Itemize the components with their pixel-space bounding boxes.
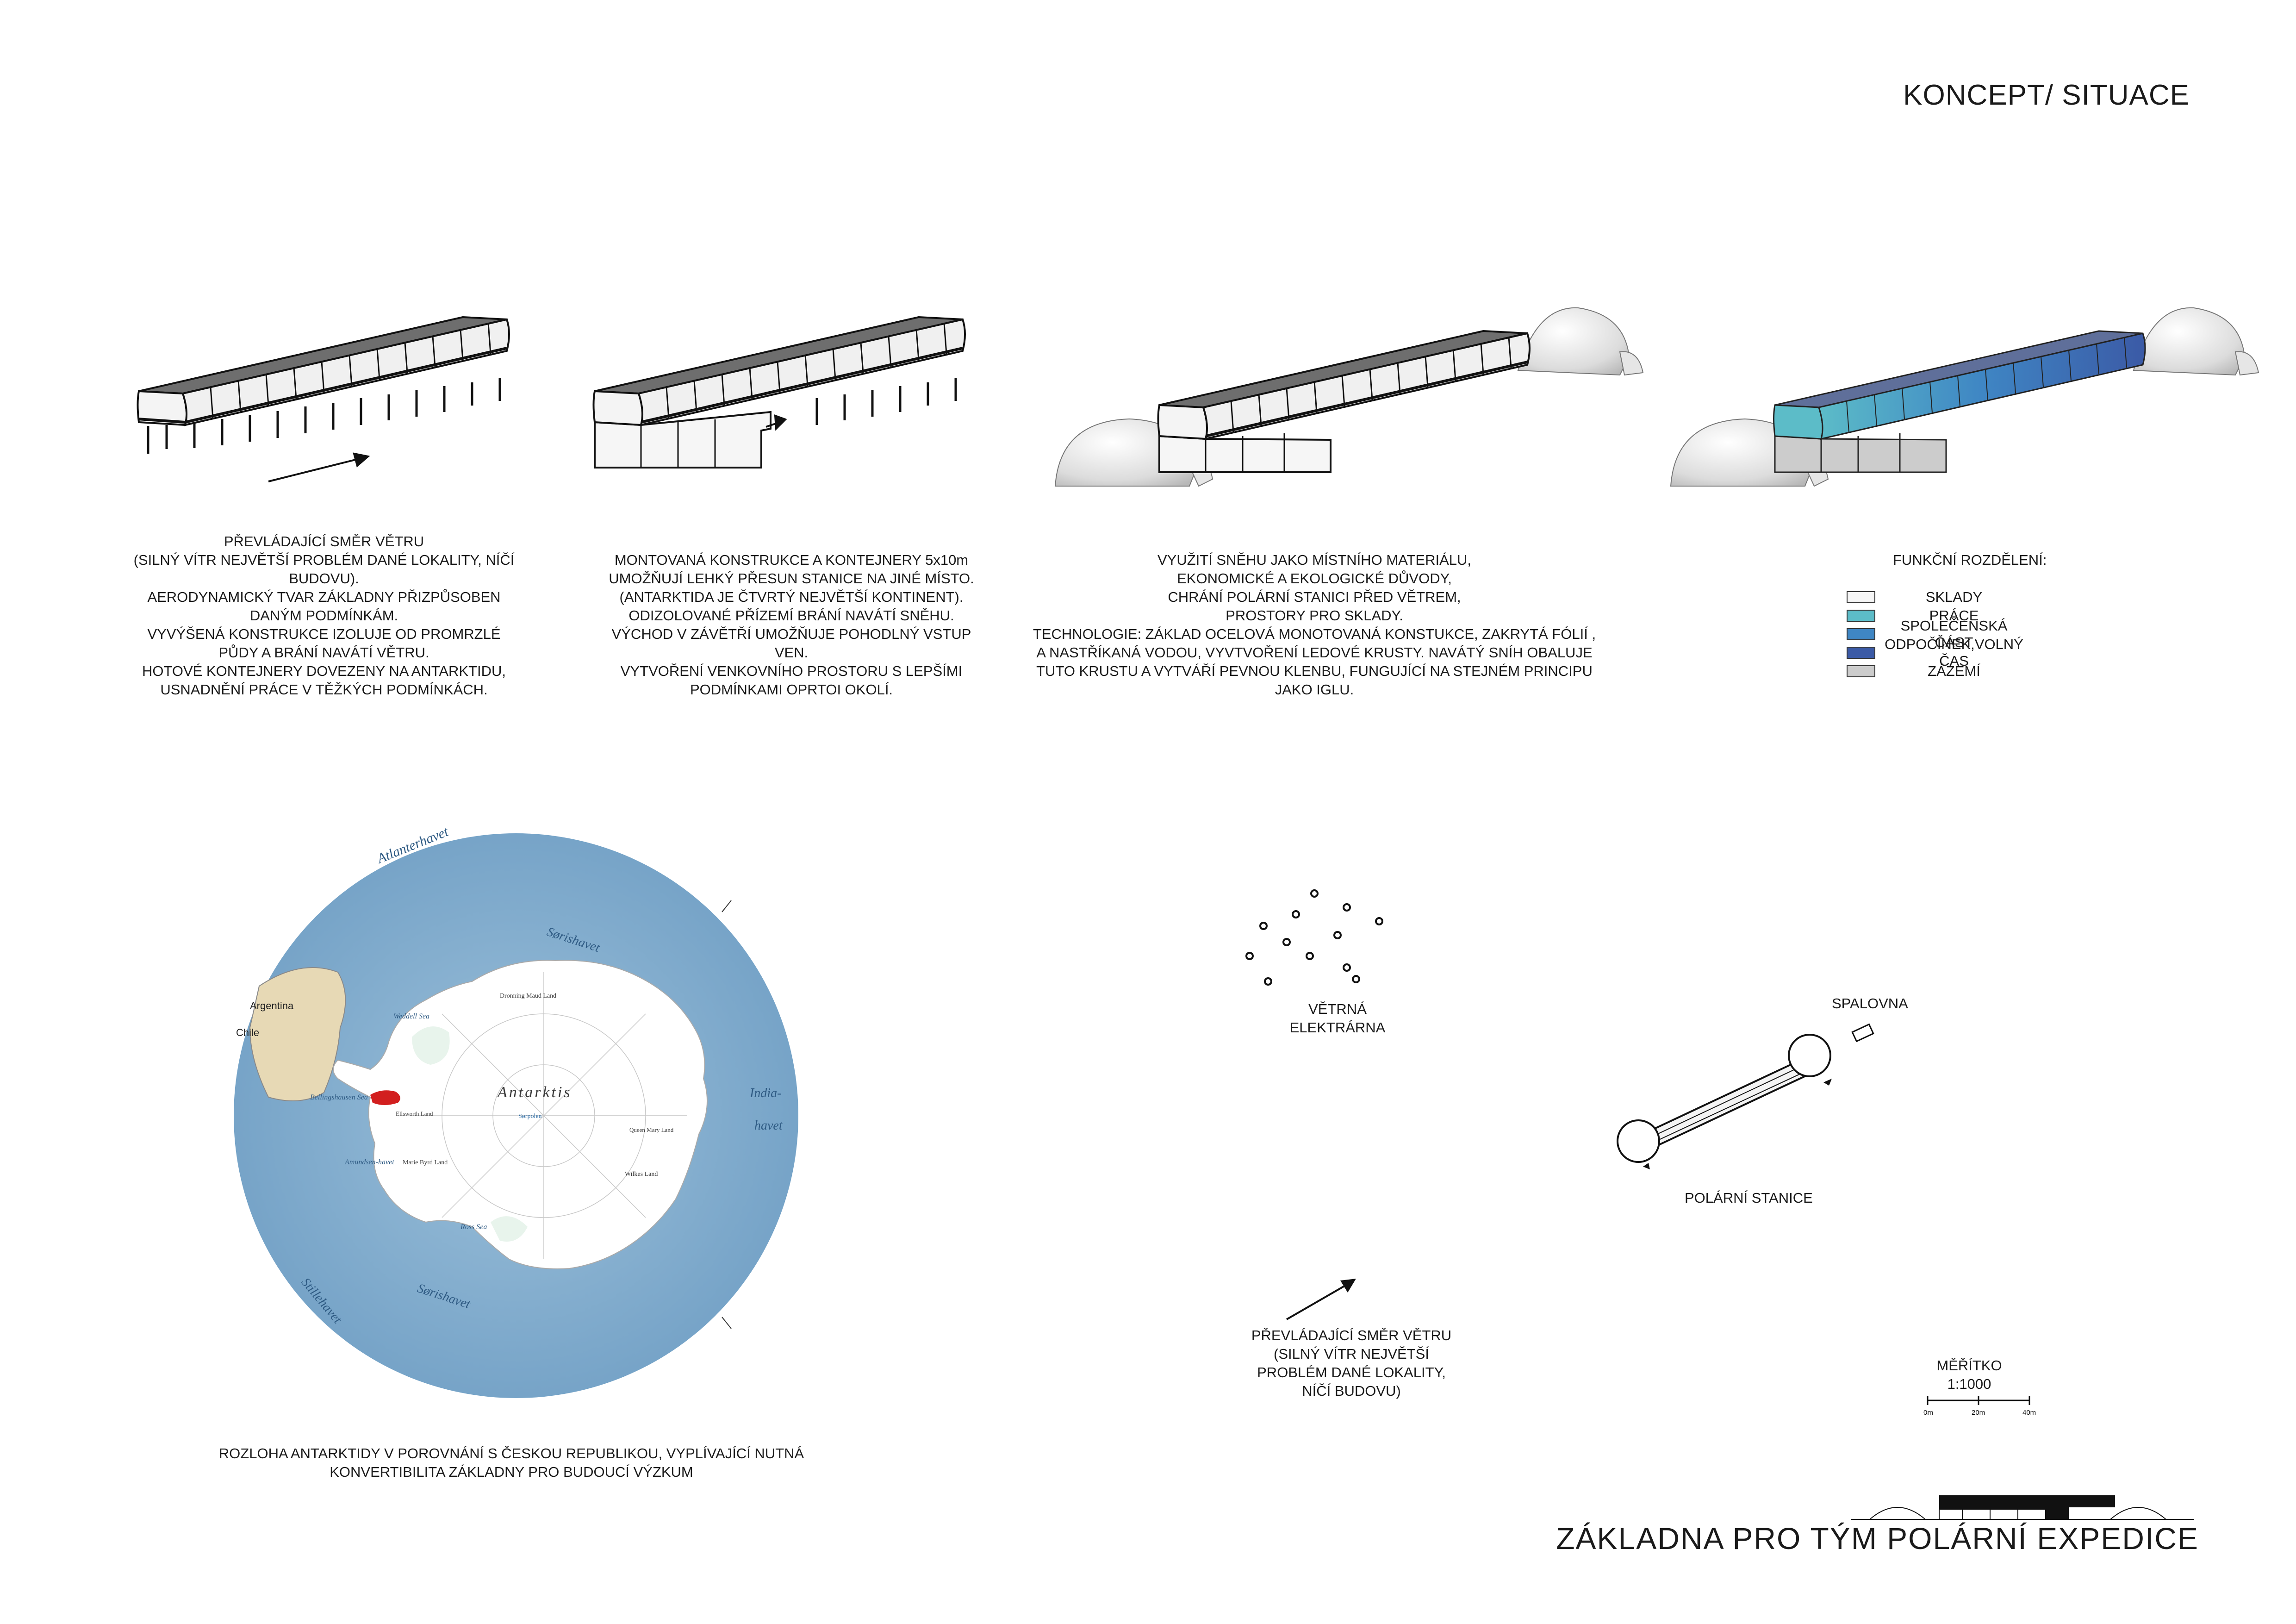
wind-arrow-icon — [268, 452, 370, 482]
stilts — [147, 378, 501, 454]
map-label-ross: Ross Sea — [460, 1223, 487, 1231]
station-site-plan — [1617, 1023, 1874, 1169]
station-silhouette — [1851, 1495, 2194, 1520]
antarctica-map: Antarktis Sørpolen Atlanterhavet Sørisha… — [234, 824, 798, 1398]
wind-turbine-icon — [1310, 889, 1319, 898]
legend-swatch — [1847, 647, 1875, 659]
wind-turbine-icon — [1264, 977, 1272, 986]
map-label-ellsworth: Ellsworth Land — [396, 1110, 433, 1117]
legend-title: FUNKČNÍ ROZDĚLENÍ: — [1893, 552, 2047, 568]
concept-diagram-snow-domes — [1054, 307, 1644, 487]
map-label-argentina: Argentina — [250, 1000, 294, 1012]
south-america-landmass — [249, 967, 346, 1101]
map-label-sorpolen: Sørpolen — [518, 1113, 542, 1120]
site-wind-arrow-icon — [1286, 1279, 1356, 1320]
wind-turbine-icon — [1352, 975, 1360, 983]
wind-turbine-icon — [1343, 963, 1351, 972]
legend-swatch — [1847, 591, 1875, 603]
map-label-marie-byrd: Marie Byrd Land — [403, 1159, 448, 1166]
map-label-queen-mary: Queen Mary Land — [629, 1126, 674, 1133]
legend-item: SKLADY — [1847, 588, 2023, 606]
legend-item: SPOLEČENSKÁ ČÁST — [1847, 618, 2023, 650]
main-title: ZÁKLADNA PRO TÝM POLÁRNÍ EXPEDICE — [1556, 1521, 2199, 1555]
legend-label: ODPOČINEK,VOLNÝ ČAS — [1885, 636, 2023, 669]
incinerator-building — [1851, 1023, 1874, 1043]
station-footprint — [1646, 1059, 1811, 1147]
legend-item: ODPOČINEK,VOLNÝ ČAS — [1847, 636, 2023, 669]
scale-tick-0: 0m — [1923, 1409, 1933, 1417]
legend-item: PRÁCE — [1847, 606, 2023, 625]
legend-swatch — [1847, 610, 1875, 622]
map-label-indiahavet-1: India- — [749, 1086, 781, 1100]
map-label-weddell: Weddell Sea — [393, 1012, 429, 1020]
wind-farm-turbines — [1245, 889, 1383, 986]
map-label-indiahavet-2: havet — [754, 1118, 783, 1133]
legend-swatch — [1847, 628, 1875, 640]
wind-turbine-icon — [1306, 952, 1314, 960]
scale-tick-40: 40m — [2022, 1409, 2036, 1417]
station-label: POLÁRNÍ STANICE — [1685, 1190, 1813, 1206]
map-edge-ticks — [722, 900, 732, 1329]
map-label-wilkes: Wilkes Land — [625, 1171, 658, 1178]
snow-dome-plan — [1617, 1034, 1831, 1163]
legend-item: ZÁZEMÍ — [1847, 662, 2023, 681]
map-label-amundsen: Amundsen-havet — [344, 1158, 394, 1166]
legend-label: SPOLEČENSKÁ ČÁST — [1900, 618, 2008, 650]
map-label-chile: Chile — [236, 1027, 259, 1038]
wind-turbine-icon — [1343, 903, 1351, 912]
map-label-dronning: Dronning Maud Land — [500, 993, 556, 999]
site-wind-text: PŘEVLÁDAJÍCÍ SMĚR VĚTRU(SILNÝ VÍTR NEJVĚ… — [1251, 1327, 1452, 1399]
map-caption: ROZLOHA ANTARKTIDY V POROVNÁNÍ S ČESKOU … — [218, 1445, 804, 1480]
map-label-center: Antarktis — [497, 1084, 572, 1101]
functional-legend: SKLADY PRÁCE SPOLEČENSKÁ ČÁST ODPOČINEK,… — [1847, 588, 2023, 681]
incinerator-label: SPALOVNA — [1832, 995, 1908, 1012]
wind-turbine-icon — [1375, 917, 1383, 925]
concept-diagram-functional — [1670, 307, 2259, 487]
legend-label: SKLADY — [1925, 589, 1983, 605]
czech-republic-highlight — [370, 1090, 400, 1105]
map-label-bellingshausen: Bellingshausen Sea — [310, 1093, 368, 1101]
scale-tick-20: 20m — [1972, 1409, 1985, 1417]
wind-turbine-icon — [1292, 910, 1300, 918]
scale-bar: 0m 20m 40m — [1923, 1396, 2036, 1417]
wind-turbine-icon — [1282, 938, 1291, 946]
concept-text-1: PŘEVLÁDAJÍCÍ SMĚR VĚTRU(SILNÝ VÍTR NEJVĚ… — [133, 533, 515, 698]
snow-dome-right — [1517, 307, 1644, 376]
legend-swatch — [1847, 665, 1875, 677]
legend-label: ZÁZEMÍ — [1928, 663, 1980, 679]
concept-diagram-ground-floor — [592, 316, 966, 468]
entrance-arrow-icon — [765, 414, 787, 431]
wind-turbine-icon — [1333, 931, 1342, 939]
legend-label: PRÁCE — [1929, 607, 1979, 624]
concept-text-3: VYUŽITÍ SNĚHU JAKO MÍSTNÍHO MATERIÁLU,EK… — [1033, 552, 1596, 698]
concept-diagram-elevated — [137, 316, 510, 482]
wind-turbine-icon — [1259, 922, 1268, 930]
wind-turbine-icon — [1245, 952, 1254, 960]
page-title: KONCEPT/ SITUACE — [1903, 79, 2190, 111]
